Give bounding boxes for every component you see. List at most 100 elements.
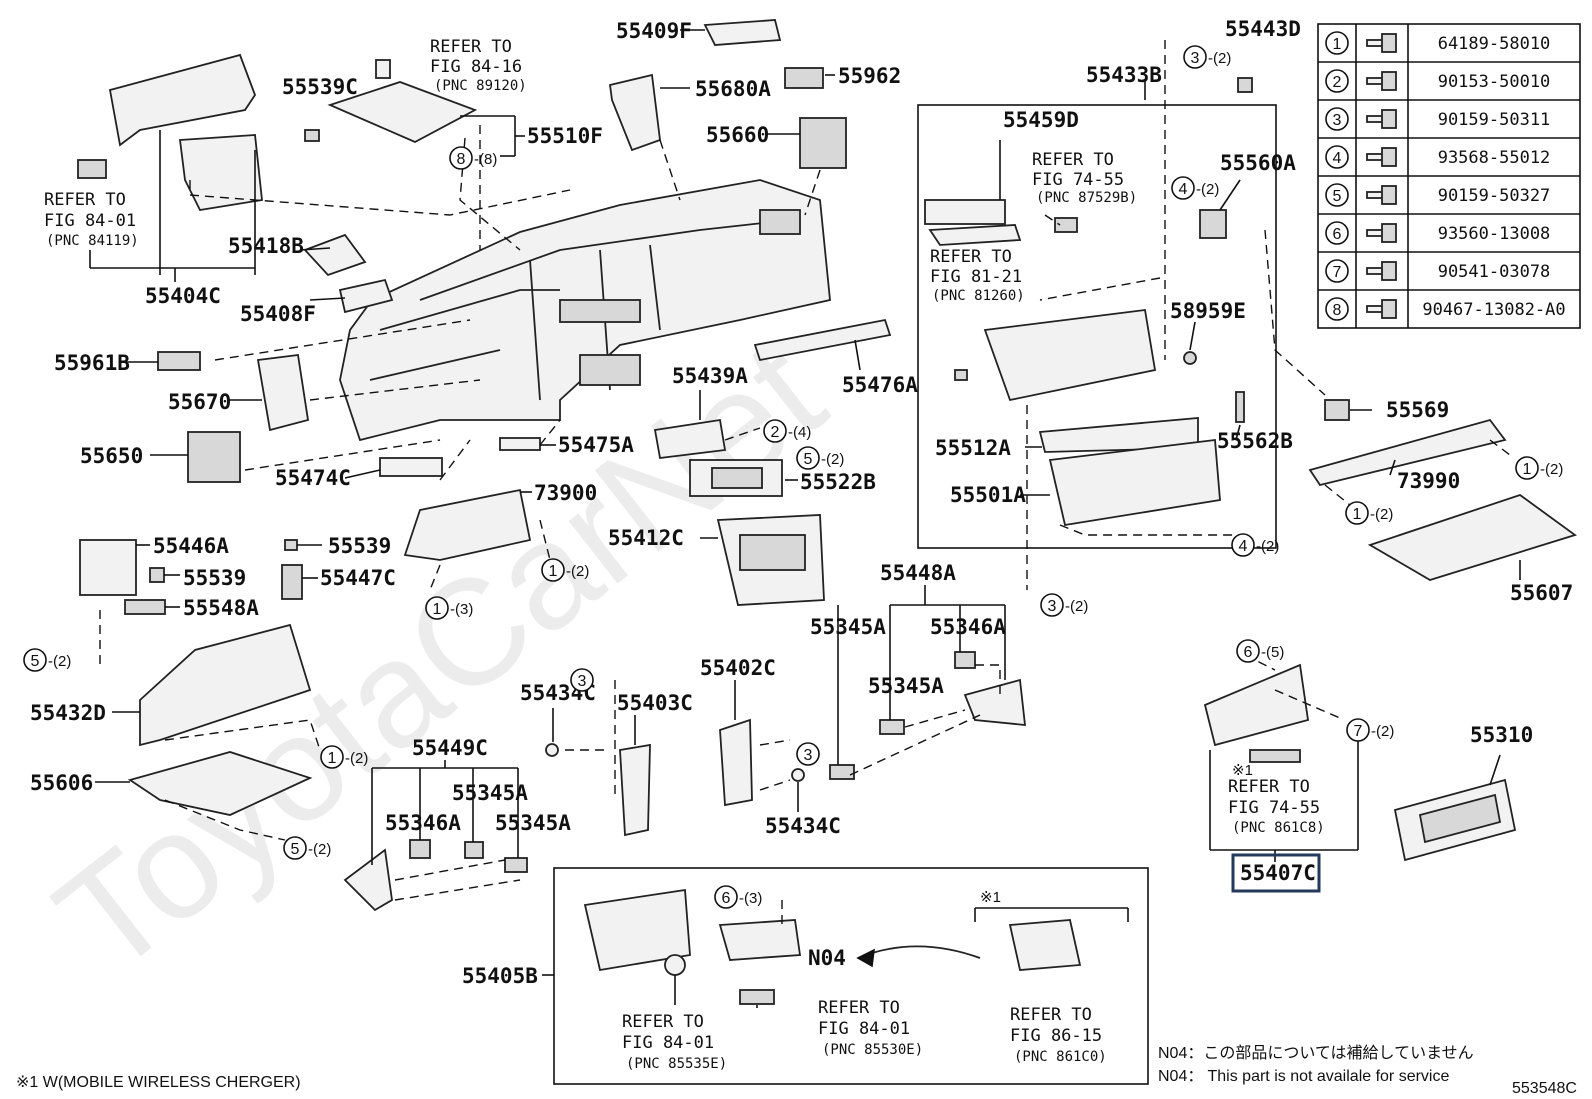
refer-fig-84-01-a: REFER TO FIG 84-01 (PNC 84119)	[44, 190, 139, 249]
part-label-55408F: 55408F	[240, 302, 316, 326]
bolt-icon	[1366, 71, 1397, 91]
table-row-number-circle	[1325, 259, 1349, 283]
table-part-number: 90159-50311	[1438, 110, 1551, 130]
part-label-55562B: 55562B	[1217, 429, 1293, 453]
part-label-55449C: 55449C	[412, 736, 488, 760]
part-label-55539-a: 55539	[328, 534, 391, 558]
svg-text:-(2): -(2)	[1371, 723, 1394, 740]
part-label-55607: 55607	[1510, 581, 1573, 605]
svg-text:-(2): -(2)	[1196, 181, 1219, 198]
part-label-55448A: 55448A	[880, 561, 956, 585]
refer-fig-74-55-a: REFER TO FIG 74-55 (PNC 87529B)	[1032, 150, 1137, 206]
table-row-number-circle	[1325, 69, 1349, 93]
callout-c1a: 1-(2)	[541, 558, 589, 582]
part-label-55345A-d: 55345A	[495, 811, 571, 835]
svg-text:1: 1	[549, 563, 558, 580]
callout-c3c: 3-(2)	[1040, 593, 1088, 617]
star-mark-b: ※1	[980, 889, 1001, 906]
bolt-icon	[1366, 223, 1397, 243]
part-label-55475A: 55475A	[558, 433, 634, 457]
svg-text:(PNC 87529B): (PNC 87529B)	[1036, 190, 1137, 206]
part-label-55404C: 55404C	[145, 284, 221, 308]
n04-note-jp: N04：この部品については補給していません	[1158, 1044, 1474, 1062]
svg-text:REFER TO: REFER TO	[930, 247, 1012, 267]
part-label-55310: 55310	[1470, 723, 1533, 747]
part-label-55345A-c: 55345A	[452, 781, 528, 805]
table-row-number: 8	[1333, 302, 1342, 319]
svg-text:5: 5	[291, 841, 300, 858]
bolt-icon	[1366, 299, 1397, 319]
table-row-number: 6	[1333, 226, 1342, 243]
refer-fig-84-16: REFER TO FIG 84-16 (PNC 89120)	[430, 37, 527, 94]
svg-text:REFER TO: REFER TO	[1228, 777, 1310, 797]
part-label-55447C: 55447C	[320, 566, 396, 590]
part-label-N04: N04	[808, 946, 846, 970]
callout-c1e: 1-(2)	[1345, 501, 1393, 525]
part-label-55512A: 55512A	[935, 436, 1011, 460]
star-mark-a: ※1	[1232, 762, 1253, 779]
svg-text:3: 3	[578, 673, 587, 690]
svg-text:-(2): -(2)	[1065, 598, 1088, 615]
svg-text:8: 8	[457, 151, 466, 168]
svg-text:3: 3	[1191, 50, 1200, 67]
callout-c1b: 1 -(3)	[425, 596, 473, 620]
bolt-icon	[1366, 185, 1397, 205]
diagram-code: 553548C	[1512, 1080, 1577, 1097]
fastener-table	[1317, 23, 1581, 329]
svg-text:(PNC 861C0): (PNC 861C0)	[1014, 1049, 1107, 1065]
callout-c4b: 4-(2)	[1231, 533, 1279, 557]
refer-fig-81-21: REFER TO FIG 81-21 (PNC 81260)	[930, 247, 1025, 304]
table-part-number: 93560-13008	[1438, 224, 1551, 244]
svg-text:1: 1	[1353, 506, 1362, 523]
part-label-55439A: 55439A	[672, 364, 748, 388]
part-label-55548A: 55548A	[183, 596, 259, 620]
part-label-55961B: 55961B	[54, 351, 130, 375]
part-label-55345A-b: 55345A	[868, 674, 944, 698]
part-label-55962: 55962	[838, 64, 901, 88]
part-label-55403C: 55403C	[617, 691, 693, 715]
table-row-number-circle	[1325, 107, 1349, 131]
callout-c1c: 1-(2)	[320, 745, 368, 769]
svg-text:6: 6	[722, 890, 731, 907]
callout-c3a: 3	[570, 668, 594, 692]
part-label-55346A-a: 55346A	[930, 615, 1006, 639]
svg-text:2: 2	[771, 424, 780, 441]
footnote: ※1 W(MOBILE WIRELESS CHERGER)	[16, 1074, 301, 1091]
part-label-55345A-a: 55345A	[810, 615, 886, 639]
svg-text:-(4): -(4)	[788, 424, 811, 441]
svg-text:7: 7	[1354, 723, 1363, 740]
svg-text:FIG 74-55: FIG 74-55	[1032, 170, 1124, 190]
svg-text:REFER TO: REFER TO	[44, 190, 126, 210]
part-label-55407C: 55407C	[1240, 861, 1316, 885]
svg-text:REFER TO: REFER TO	[818, 998, 900, 1018]
part-label-55606: 55606	[30, 771, 93, 795]
part-labels: 55409F 55962 55680A 55660 55539C 55510F …	[30, 17, 1573, 988]
svg-text:1: 1	[433, 601, 442, 618]
svg-text:REFER TO: REFER TO	[622, 1012, 704, 1032]
refer-fig-86-15: REFER TO FIG 86-15 (PNC 861C0)	[1010, 1005, 1107, 1065]
bolt-icon	[1366, 109, 1397, 129]
svg-text:(PNC 84119): (PNC 84119)	[46, 233, 139, 249]
table-row-number: 3	[1333, 112, 1342, 129]
leader-lines	[89, 29, 1521, 1085]
table-row-number-circle	[1325, 221, 1349, 245]
part-label-55459D: 55459D	[1003, 108, 1079, 132]
part-label-55434C-b: 55434C	[765, 814, 841, 838]
part-label-55569: 55569	[1386, 398, 1449, 422]
callout-c7a: 7 -(2)	[1346, 718, 1394, 742]
svg-text:4: 4	[1179, 181, 1188, 198]
part-label-55474C: 55474C	[275, 466, 351, 490]
part-label-55476A: 55476A	[842, 373, 918, 397]
part-label-55412C: 55412C	[608, 526, 684, 550]
svg-text:-(3): -(3)	[450, 601, 473, 618]
part-label-55446A: 55446A	[153, 534, 229, 558]
dashed-guides	[99, 40, 1511, 925]
table-row-number-circle	[1325, 297, 1349, 321]
callout-c3b: 3	[796, 742, 820, 766]
refer-fig-84-01-c: REFER TO FIG 84-01 (PNC 85530E)	[818, 998, 923, 1058]
table-part-number: 93568-55012	[1438, 148, 1551, 168]
svg-text:-(2): -(2)	[821, 451, 844, 468]
table-part-number: 90153-50010	[1438, 72, 1551, 92]
svg-text:-(2): -(2)	[1540, 461, 1563, 478]
